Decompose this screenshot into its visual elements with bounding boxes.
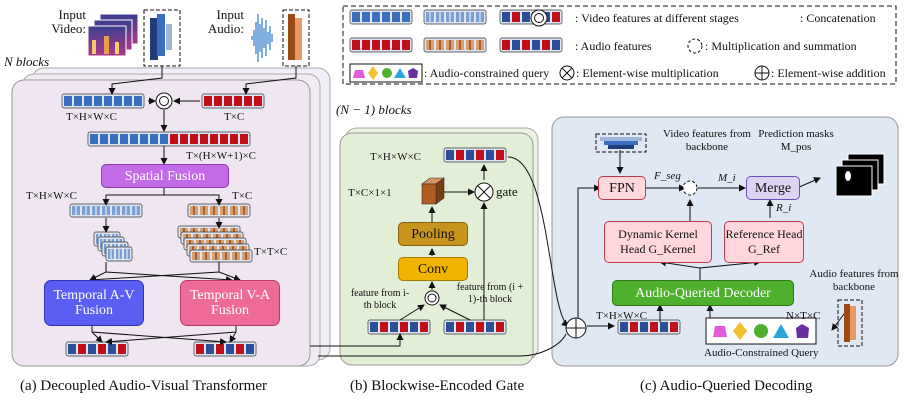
pooled-cube-icon bbox=[421, 177, 445, 205]
fpn-block: FPN bbox=[598, 176, 646, 200]
concatenation-icon-b bbox=[424, 290, 440, 306]
legend-video-features: : Video features at different stages bbox=[575, 11, 739, 25]
legend-elem-mult-icon bbox=[559, 65, 575, 81]
dim-split-video: T×H×W×C bbox=[26, 190, 77, 202]
video-tokens-a bbox=[61, 93, 145, 109]
output-tokens-a-left bbox=[65, 341, 129, 357]
temporal-va-fusion-block: Temporal V-A Fusion bbox=[180, 280, 280, 326]
video-frames-icon bbox=[87, 13, 139, 57]
dim-video-a: T×H×W×C bbox=[66, 111, 117, 123]
feature-i1-label: feature from (i + 1)-th block bbox=[456, 282, 524, 305]
concatenation-icon bbox=[155, 92, 173, 110]
dim-ttc: T×T×C bbox=[254, 246, 288, 258]
elementwise-add-icon bbox=[565, 317, 587, 339]
gate-label: gate bbox=[496, 184, 518, 199]
dynamic-kernel-head-block: Dynamic Kernel Head G_Kernel bbox=[604, 221, 712, 263]
acq-query-icon bbox=[705, 317, 817, 345]
legend-concat-text: : Concatenation bbox=[800, 11, 876, 25]
n-minus-1-blocks-label: (N − 1) blocks bbox=[336, 102, 412, 117]
fseg-label: F_seg bbox=[654, 170, 681, 182]
concat-tokens-a bbox=[87, 131, 251, 147]
legend-audio-bar-1 bbox=[349, 37, 413, 53]
caption-a: (a) Decoupled Audio-Visual Transformer bbox=[20, 378, 267, 394]
prediction-masks-icon bbox=[835, 153, 885, 197]
elementwise-mult-icon bbox=[474, 182, 494, 202]
dim-audio-a: T×C bbox=[224, 111, 245, 123]
feature-i-label: feature from i-th block bbox=[350, 288, 410, 311]
ri-label: R_i bbox=[776, 202, 792, 214]
caption-c: (c) Audio-Queried Decoding bbox=[640, 378, 813, 394]
legend-elem-add: : Element-wise addition bbox=[771, 66, 886, 80]
n-blocks-label: N blocks bbox=[4, 54, 50, 69]
feature-i-tokens bbox=[367, 319, 431, 335]
dim-split-audio: T×C bbox=[232, 190, 253, 202]
split-video-tokens bbox=[69, 203, 143, 218]
video-backbone-label: Video features from backbone bbox=[663, 128, 751, 153]
feature-i1-tokens bbox=[443, 319, 507, 335]
legend-audio-bar-2 bbox=[423, 37, 487, 53]
stack-audio-4 bbox=[189, 249, 253, 263]
input-video-label: Input Video: bbox=[51, 7, 86, 36]
mult-summation-icon bbox=[682, 180, 698, 196]
legend-audio-bar-3 bbox=[499, 37, 563, 53]
legend-elem-mult: : Element-wise multiplication bbox=[576, 66, 719, 80]
legend-video-bar-1 bbox=[349, 9, 413, 25]
audio-waveform-icon bbox=[251, 14, 273, 62]
stack-video-3 bbox=[105, 246, 133, 262]
split-audio-tokens bbox=[187, 203, 251, 218]
conv-block: Conv bbox=[398, 257, 468, 281]
merge-block: Merge bbox=[746, 176, 800, 200]
legend-elem-add-icon bbox=[754, 65, 770, 81]
legend-border bbox=[342, 5, 897, 85]
output-tokens-a-right bbox=[193, 341, 257, 357]
dim-tc11-b: T×C×1×1 bbox=[348, 187, 392, 199]
audio-queried-decoder-block: Audio-Queried Decoder bbox=[612, 280, 794, 306]
thwc-tokens-c bbox=[617, 319, 681, 335]
dim-thwc-c: T×H×W×C bbox=[596, 310, 647, 322]
caption-b: (b) Blockwise-Encoded Gate bbox=[350, 378, 525, 394]
fpn-features-icon bbox=[600, 137, 642, 149]
legend-video-bar-2 bbox=[423, 9, 487, 25]
audio-feature-stack-icon bbox=[288, 14, 302, 60]
gate-input-tokens bbox=[443, 147, 507, 163]
dim-concat-a: T×(H×W+1)×C bbox=[186, 150, 257, 162]
legend-query: : Audio-constrained query bbox=[424, 66, 550, 80]
legend-query-icon bbox=[349, 63, 423, 83]
audio-backbone-label: Audio features from backbone bbox=[809, 268, 899, 293]
pooling-block: Pooling bbox=[398, 222, 468, 246]
video-feature-stack-icon bbox=[150, 14, 172, 60]
prediction-masks-label: Prediction masks M_pos bbox=[758, 128, 834, 153]
audio-tokens-a bbox=[201, 93, 265, 109]
mi-label: M_i bbox=[718, 172, 736, 184]
dim-thwc-b: T×H×W×C bbox=[370, 151, 421, 163]
legend-concat-icon bbox=[530, 9, 548, 27]
reference-head-block: Reference Head G_Ref bbox=[724, 221, 804, 263]
legend-mult-sum-icon bbox=[687, 38, 703, 54]
spatial-fusion-block: Spatial Fusion bbox=[101, 164, 229, 188]
legend-mult-sum: : Multiplication and summation bbox=[705, 39, 857, 53]
input-audio-label: Input Audio: bbox=[207, 7, 244, 36]
acq-label: Audio-Constrained Query bbox=[704, 347, 819, 359]
temporal-av-fusion-block: Temporal A-V Fusion bbox=[44, 280, 144, 326]
dim-ntc-c: N×T×C bbox=[786, 310, 821, 322]
legend-audio-features: : Audio features bbox=[575, 39, 652, 53]
audio-backbone-icon bbox=[844, 304, 856, 342]
